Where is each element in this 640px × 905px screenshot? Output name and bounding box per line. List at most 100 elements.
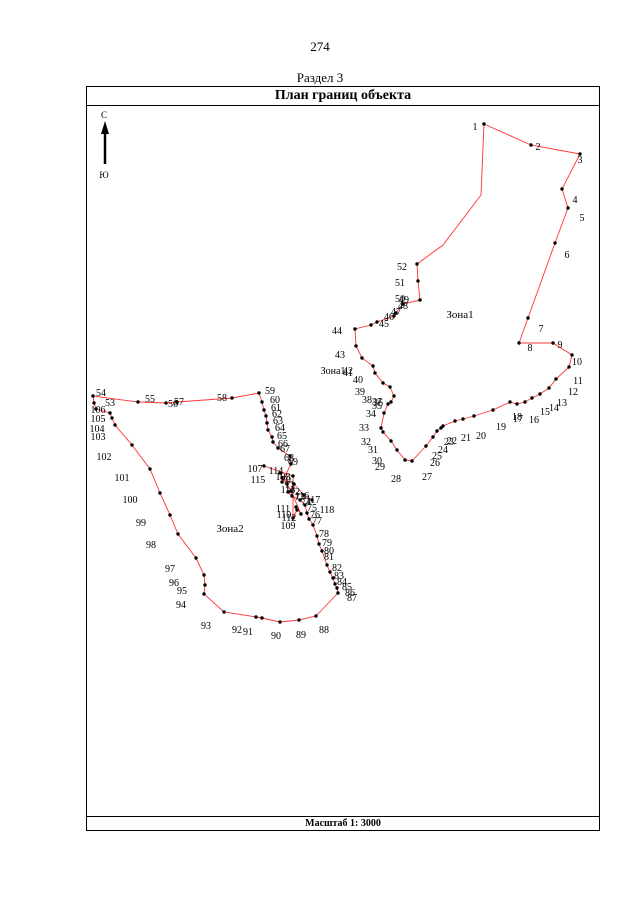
vertex-label: 101 xyxy=(115,473,130,484)
zone-label: Зона2 xyxy=(216,523,243,535)
vertex-label: 64 xyxy=(275,423,285,434)
vertex-label: 102 xyxy=(97,452,112,463)
vertex-label: 22 xyxy=(447,436,457,447)
page-number: 274 xyxy=(310,39,330,54)
vertex-50 xyxy=(418,298,422,302)
vertex-label: 63 xyxy=(273,416,283,427)
vertex-72 xyxy=(286,490,290,494)
vertex-label: 88 xyxy=(319,625,329,636)
vertex-label: 12 xyxy=(568,387,578,398)
vertex-86 xyxy=(335,586,339,590)
vertex-label: 42 xyxy=(343,366,353,377)
vertex-91 xyxy=(260,616,264,620)
vertex-76 xyxy=(305,511,309,515)
vertex-75 xyxy=(303,503,307,507)
vertex-label: 21 xyxy=(461,433,471,444)
vertex-label: 29 xyxy=(375,462,385,473)
map-title: План границ объекта xyxy=(87,87,599,106)
vertex-label: 67 xyxy=(280,444,290,455)
vertex-105 xyxy=(108,411,112,415)
vertex-label: 40 xyxy=(353,375,363,386)
vertex-label: 87 xyxy=(347,593,357,604)
vertex-37 xyxy=(392,394,396,398)
vertex-label: 50 xyxy=(395,294,405,305)
vertex-88 xyxy=(314,614,318,618)
vertex-label: 84 xyxy=(337,577,347,588)
vertex-label: 26 xyxy=(430,458,440,469)
vertex-label: 83 xyxy=(334,571,344,582)
vertex-label: 18 xyxy=(512,412,522,423)
vertex-label: 93 xyxy=(201,621,211,632)
vertex-99 xyxy=(168,513,172,517)
vertex-label: 49 xyxy=(399,295,409,306)
vertex-112 xyxy=(299,512,303,516)
vertex-label: 5 xyxy=(580,213,585,224)
vertex-label: 118 xyxy=(320,505,335,516)
vertex-label: 94 xyxy=(176,600,186,611)
vertex-117 xyxy=(302,493,306,497)
vertex-53 xyxy=(92,401,96,405)
vertex-24 xyxy=(439,426,443,430)
vertex-label: 30 xyxy=(372,456,382,467)
vertex-18 xyxy=(508,400,512,404)
vertex-49 xyxy=(401,302,405,306)
vertex-115 xyxy=(280,476,284,480)
vertex-4 xyxy=(560,187,564,191)
vertex-label: 82 xyxy=(332,563,342,574)
vertex-13 xyxy=(547,386,551,390)
vertex-85 xyxy=(333,582,337,586)
vertex-label: 14 xyxy=(549,403,559,414)
vertex-label: 2 xyxy=(536,142,541,153)
vertex-107 xyxy=(262,464,266,468)
vertex-1 xyxy=(482,122,486,126)
vertex-95 xyxy=(203,583,207,587)
vertex-22 xyxy=(453,419,457,423)
vertex-60 xyxy=(260,400,264,404)
vertex-label: 36 xyxy=(373,398,383,409)
vertex-label: 72 xyxy=(290,487,300,498)
vertex-79 xyxy=(315,534,319,538)
vertex-label: 115 xyxy=(251,475,266,486)
north-label: С xyxy=(101,110,107,120)
scale-label: Масштаб 1: 3000 xyxy=(87,816,599,830)
vertex-82 xyxy=(325,563,329,567)
vertex-14 xyxy=(538,392,542,396)
vertex-label: 60 xyxy=(270,395,280,406)
vertex-label: 57 xyxy=(174,397,184,408)
vertex-7 xyxy=(526,316,530,320)
vertex-6 xyxy=(553,241,557,245)
vertex-label: 51 xyxy=(395,278,405,289)
vertex-label: 75 xyxy=(307,503,317,514)
vertex-label: 33 xyxy=(359,423,369,434)
zone-label: Зона1 xyxy=(446,309,473,321)
vertex-98 xyxy=(176,532,180,536)
vertex-label: 110 xyxy=(277,510,292,521)
vertex-27 xyxy=(424,444,428,448)
vertex-label: 25 xyxy=(432,451,442,462)
vertex-label: 92 xyxy=(232,625,242,636)
vertex-42 xyxy=(360,356,364,360)
vertex-label: 16 xyxy=(529,415,539,426)
vertex-17 xyxy=(515,402,519,406)
vertex-55 xyxy=(136,400,140,404)
vertex-label: 100 xyxy=(123,495,138,506)
vertex-30 xyxy=(395,448,399,452)
vertex-label: 85 xyxy=(342,582,352,593)
vertex-29 xyxy=(403,458,407,462)
vertex-31 xyxy=(389,439,393,443)
vertex-label: 58 xyxy=(217,393,227,404)
vertex-47 xyxy=(392,314,396,318)
vertex-label: 45 xyxy=(379,319,389,330)
vertex-64 xyxy=(266,428,270,432)
vertex-label: 112 xyxy=(282,513,297,524)
vertex-2 xyxy=(529,143,533,147)
vertex-8 xyxy=(517,341,521,345)
vertex-label: 61 xyxy=(271,403,281,414)
vertex-label: 34 xyxy=(366,409,376,420)
vertex-93 xyxy=(222,610,226,614)
vertex-19 xyxy=(491,408,495,412)
vertex-58 xyxy=(230,396,234,400)
vertex-12 xyxy=(554,377,558,381)
vertex-label: 28 xyxy=(391,474,401,485)
vertex-label: 55 xyxy=(145,394,155,405)
